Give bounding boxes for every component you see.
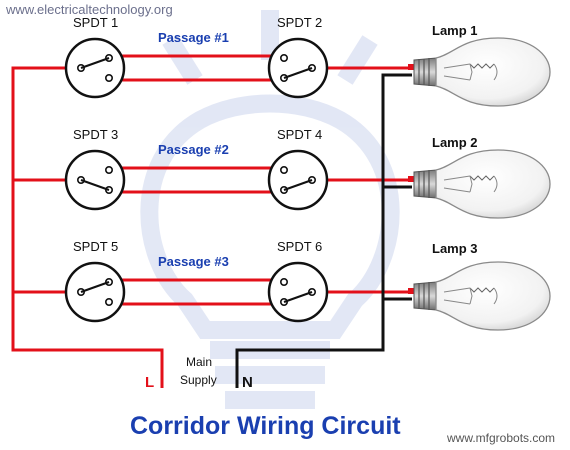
watermark-bottom: www.mfgrobots.com	[446, 431, 555, 445]
main-supply-label-line2: Supply	[180, 373, 217, 387]
switch-spdt-4	[267, 149, 329, 211]
switch-label-2: SPDT 2	[277, 15, 322, 30]
lamp-label-2: Lamp 2	[432, 135, 478, 150]
switch-label-1: SPDT 1	[73, 15, 118, 30]
neutral-wiring	[235, 73, 412, 388]
lamp-3	[413, 261, 551, 331]
lamp-label-3: Lamp 3	[432, 241, 478, 256]
switch-spdt-2	[267, 37, 329, 99]
switch-spdt-1	[64, 37, 126, 99]
switch-label-4: SPDT 4	[277, 127, 322, 142]
lamp-terminals	[408, 64, 414, 294]
background-bulb-watermark	[140, 10, 400, 409]
switch-label-6: SPDT 6	[277, 239, 322, 254]
switch-label-5: SPDT 5	[73, 239, 118, 254]
watermark-top: www.electricaltechnology.org	[5, 2, 173, 17]
diagram-title: Corridor Wiring Circuit	[130, 412, 401, 440]
lamp-label-1: Lamp 1	[432, 23, 478, 38]
neutral-terminal-label: N	[242, 374, 253, 391]
live-wiring	[11, 54, 412, 388]
passage-label-3: Passage #3	[158, 254, 229, 269]
switch-spdt-6	[267, 261, 329, 323]
main-supply-label-line1: Main	[186, 355, 212, 369]
passage-label-1: Passage #1	[158, 30, 229, 45]
live-terminal-label: L	[145, 374, 154, 391]
switch-label-3: SPDT 3	[73, 127, 118, 142]
lamp-2	[413, 149, 551, 219]
passage-label-2: Passage #2	[158, 142, 229, 157]
switch-spdt-5	[64, 261, 126, 323]
lamp-1	[413, 37, 551, 107]
switch-spdt-3	[64, 149, 126, 211]
